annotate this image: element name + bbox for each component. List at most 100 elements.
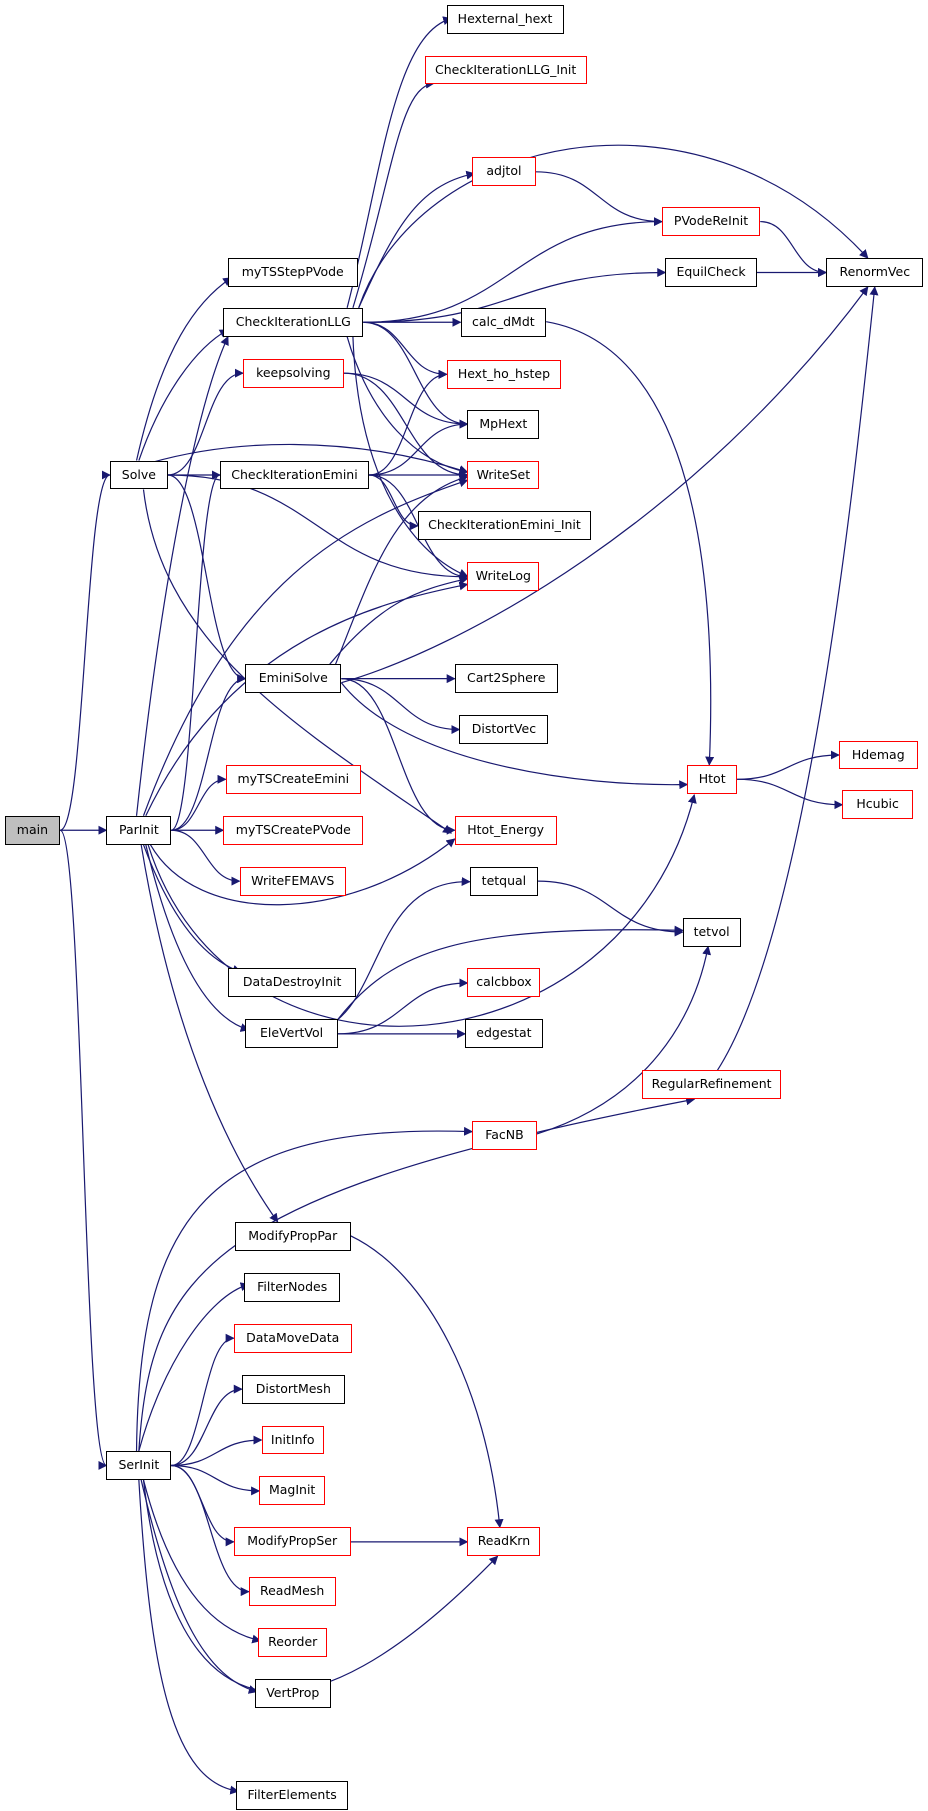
node-filter-nodes[interactable]: FilterNodes [244, 1272, 341, 1302]
node-ser-init[interactable]: SerInit [106, 1451, 172, 1480]
node-cart2-sphere[interactable]: Cart2Sphere [454, 664, 558, 694]
edge-check-iteration-llg-to-hexternal-hext [346, 16, 453, 308]
node-par-init[interactable]: ParInit [106, 815, 172, 845]
edge-ser-init-to-filter-nodes [138, 1282, 250, 1452]
node-tetvol[interactable]: tetvol [682, 917, 741, 947]
node-my-tscreate-emini[interactable]: myTSCreateEmini [225, 764, 361, 794]
node-check-iteration-emini[interactable]: CheckIterationEmini [219, 460, 370, 490]
edge-ser-init-to-filter-elements [138, 1479, 240, 1795]
edge-emini-solve-to-write-set [335, 474, 469, 665]
node-tetqual[interactable]: tetqual [469, 866, 539, 896]
edge-solve-to-write-set [150, 443, 469, 474]
node-mp-hext[interactable]: MpHext [467, 409, 540, 439]
node-adjtol[interactable]: adjtol [472, 157, 536, 187]
edge-emini-solve-to-distort-vec [341, 678, 461, 735]
node-main: main [4, 815, 61, 845]
edge-ser-init-to-vert-prop [140, 1479, 258, 1694]
edge-emini-solve-to-htot [340, 682, 689, 790]
node-emini-solve[interactable]: EminiSolve [245, 664, 342, 694]
node-vert-prop[interactable]: VertProp [254, 1678, 331, 1708]
node-calc-d-mdt[interactable]: calc_dMdt [460, 307, 547, 337]
node-read-mesh[interactable]: ReadMesh [248, 1577, 336, 1607]
edge-regular-refinement-to-renorm-vec [716, 286, 879, 1071]
node-renorm-vec[interactable]: RenormVec [826, 258, 924, 287]
edge-check-iteration-llg-to-adjtol [358, 170, 476, 309]
node-keepsolving[interactable]: keepsolving [242, 358, 344, 388]
node-hexternal-hext[interactable]: Hexternal_hext [446, 4, 564, 34]
node-htot-energy[interactable]: Htot_Energy [454, 815, 557, 845]
edge-par-init-to-write-femavs [171, 829, 241, 886]
edge-ele-vert-vol-to-tetqual [337, 877, 471, 1020]
edge-par-init-to-emini-solve [171, 674, 247, 831]
edge-pvode-re-init-to-renorm-vec [760, 220, 828, 277]
edge-emini-solve-to-htot-energy [341, 678, 456, 835]
node-write-set[interactable]: WriteSet [467, 460, 540, 490]
node-solve[interactable]: Solve [109, 460, 168, 490]
edge-ser-init-to-regular-refinement [138, 1096, 696, 1452]
edge-par-init-to-check-iteration-emini [170, 470, 221, 831]
edge-check-iteration-llg-to-renorm-vec [358, 144, 869, 308]
edge-check-iteration-emini-to-check-iteration-emini-init [369, 474, 419, 531]
node-reorder[interactable]: Reorder [258, 1628, 328, 1657]
node-modify-prop-par[interactable]: ModifyPropPar [234, 1221, 351, 1251]
node-init-info[interactable]: InitInfo [261, 1425, 324, 1455]
edge-check-iteration-llg-to-mp-hext [363, 321, 469, 429]
node-distort-mesh[interactable]: DistortMesh [241, 1374, 345, 1404]
node-edgestat[interactable]: edgestat [465, 1019, 543, 1049]
node-data-destroy-init[interactable]: DataDestroyInit [227, 968, 357, 998]
edge-solve-to-keepsolving [167, 368, 244, 476]
node-read-krn[interactable]: ReadKrn [467, 1527, 541, 1557]
edge-ser-init-to-modify-prop-ser [171, 1464, 235, 1547]
edge-par-init-to-my-tscreate-emini [171, 774, 227, 831]
edge-ser-init-to-read-mesh [171, 1464, 250, 1597]
edge-calc-d-mdt-to-htot [546, 321, 715, 766]
node-mag-init[interactable]: MagInit [259, 1476, 326, 1506]
edge-check-iteration-llg-to-write-log [352, 336, 469, 578]
edge-check-iteration-emini-to-mp-hext [369, 419, 469, 476]
edge-ser-init-to-reorder [142, 1479, 262, 1644]
node-distort-vec[interactable]: DistortVec [459, 715, 549, 744]
edge-ser-init-to-mag-init [171, 1464, 261, 1496]
edge-adjtol-to-pvode-re-init [535, 171, 663, 227]
edge-tetqual-to-tetvol [538, 880, 684, 937]
edge-check-iteration-llg-to-check-iteration-llg-init [352, 79, 435, 308]
node-fac-nb[interactable]: FacNB [472, 1121, 537, 1151]
edge-emini-solve-to-renorm-vec [341, 286, 869, 684]
edge-ser-init-to-init-info [171, 1435, 263, 1467]
node-ele-vert-vol[interactable]: EleVertVol [245, 1019, 338, 1049]
edge-check-iteration-llg-to-hext-ho-hstep [363, 321, 448, 379]
edge-fac-nb-to-tetvol [536, 945, 712, 1135]
edge-ser-init-to-distort-mesh [171, 1384, 243, 1467]
edge-par-init-to-write-log [145, 581, 469, 817]
edge-main-to-ser-init [59, 829, 108, 1470]
node-write-femavs[interactable]: WriteFEMAVS [239, 866, 346, 896]
node-my-tscreate-pvode[interactable]: myTSCreatePVode [223, 815, 364, 845]
edge-check-iteration-llg-to-pvode-re-init [363, 217, 663, 323]
edge-solve-to-check-iteration-llg [138, 329, 229, 461]
node-hdemag[interactable]: Hdemag [838, 740, 918, 770]
node-regular-refinement[interactable]: RegularRefinement [642, 1070, 782, 1100]
node-my-tsstep-pvode[interactable]: myTSStepPVode [227, 258, 358, 287]
edge-modify-prop-par-to-read-krn [350, 1235, 504, 1529]
edge-keepsolving-to-write-set [343, 372, 469, 480]
edge-par-init-to-write-set [142, 478, 469, 816]
node-data-move-data[interactable]: DataMoveData [233, 1323, 352, 1353]
node-calcbbox[interactable]: calcbbox [467, 968, 541, 998]
node-equil-check[interactable]: EquilCheck [665, 258, 757, 287]
edge-ele-vert-vol-to-calcbbox [337, 978, 469, 1035]
edge-par-init-to-modify-prop-par [140, 844, 279, 1223]
node-pvode-re-init[interactable]: PVodeReInit [661, 207, 761, 237]
edge-check-iteration-llg-to-write-set [346, 336, 469, 476]
edge-keepsolving-to-mp-hext [343, 372, 469, 429]
node-hcubic[interactable]: Hcubic [842, 790, 913, 820]
node-filter-elements[interactable]: FilterElements [236, 1780, 349, 1810]
node-check-iteration-llg-init[interactable]: CheckIterationLLG_Init [424, 55, 587, 85]
node-htot[interactable]: Htot [687, 764, 738, 794]
node-check-iteration-llg[interactable]: CheckIterationLLG [223, 307, 364, 337]
node-hext-ho-hstep[interactable]: Hext_ho_hstep [446, 359, 562, 389]
node-write-log[interactable]: WriteLog [467, 562, 540, 592]
edge-ser-init-to-fac-nb [135, 1126, 473, 1452]
node-modify-prop-ser[interactable]: ModifyPropSer [233, 1527, 351, 1557]
node-check-iteration-emini-init[interactable]: CheckIterationEmini_Init [417, 511, 592, 541]
